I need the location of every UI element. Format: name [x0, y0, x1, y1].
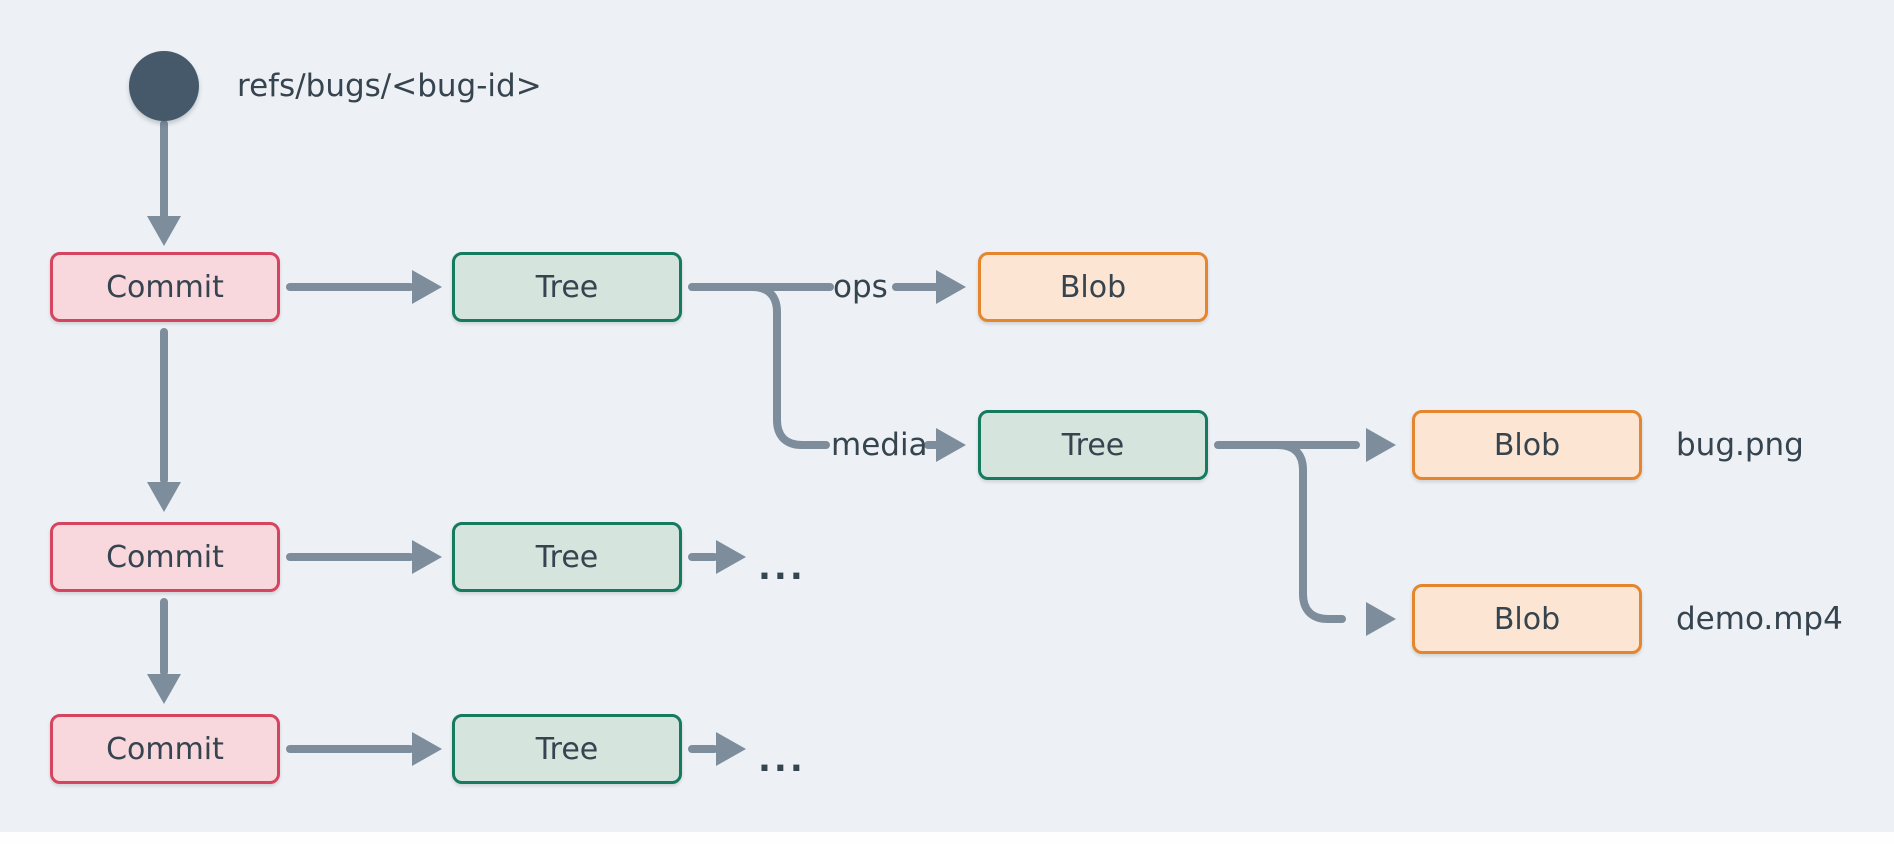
edge-commit1-to-tree1 — [286, 270, 442, 304]
ref-label: refs/bugs/<bug-id> — [237, 68, 542, 104]
edge-media-to-tree — [924, 428, 966, 462]
edge-treemedia-to-blobbug — [1214, 428, 1396, 462]
file-label-bug-png: bug.png — [1676, 427, 1804, 463]
node-commit-3: Commit — [50, 714, 280, 784]
node-tree-media: Tree — [978, 410, 1208, 480]
edge-label-ops: ops — [833, 269, 888, 305]
file-label-demo-mp4: demo.mp4 — [1676, 601, 1843, 637]
edge-commit2-to-commit3 — [147, 598, 181, 704]
node-blob-demo-mp4: Blob — [1412, 584, 1642, 654]
ellipsis-row2: ... — [758, 548, 806, 588]
node-tree-1: Tree — [452, 252, 682, 322]
edge-tree2-to-ellipsis — [688, 540, 746, 574]
edge-commit2-to-tree2 — [286, 540, 442, 574]
edge-commit1-to-commit2 — [147, 328, 181, 512]
edge-commit3-to-tree3 — [286, 732, 442, 766]
edge-tree3-to-ellipsis — [688, 732, 746, 766]
ellipsis-row3: ... — [758, 740, 806, 780]
edge-treemedia-branch-to-blobdemo — [1274, 441, 1396, 636]
node-blob-ops: Blob — [978, 252, 1208, 322]
node-commit-2: Commit — [50, 522, 280, 592]
node-commit-1: Commit — [50, 252, 280, 322]
edge-label-media: media — [831, 427, 928, 463]
edge-tree1-branch-to-media — [748, 283, 830, 449]
bottom-edge-strip — [0, 832, 1894, 844]
node-tree-3: Tree — [452, 714, 682, 784]
edge-ops-to-blob — [892, 270, 966, 304]
node-blob-bug-png: Blob — [1412, 410, 1642, 480]
edge-ref-to-commit1 — [147, 120, 181, 246]
node-tree-2: Tree — [452, 522, 682, 592]
ref-head-circle — [129, 51, 199, 121]
